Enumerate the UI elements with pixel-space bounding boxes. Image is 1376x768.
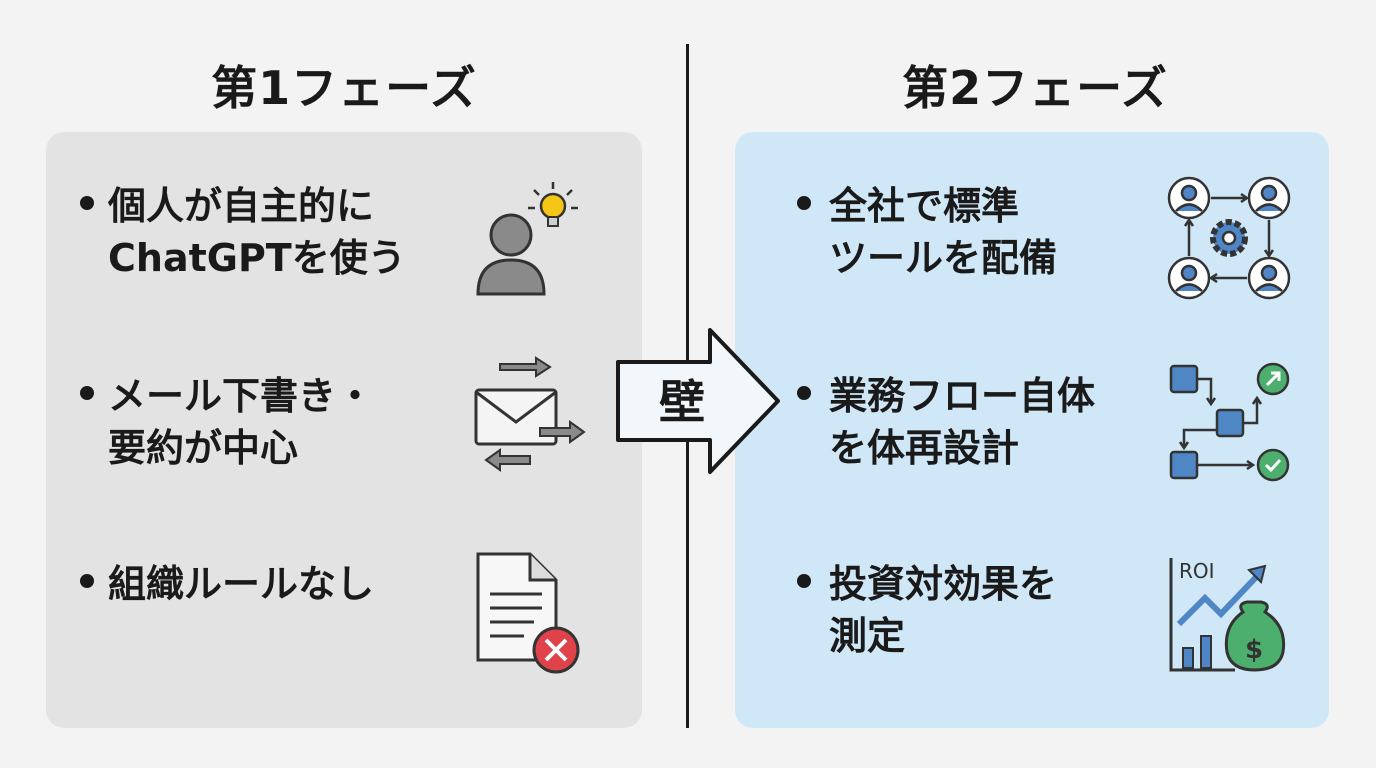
phase1-item-2: メール下書き・ 要約が中心 xyxy=(46,330,642,472)
phase2-panel: 全社で標準 ツールを配備 xyxy=(735,132,1329,728)
bullet xyxy=(797,574,811,588)
team-gear-icon xyxy=(1165,174,1295,304)
bullet xyxy=(80,574,94,588)
phase1-title: 第1フェーズ xyxy=(211,61,477,115)
roi-chart-icon: ROI $ xyxy=(1165,552,1295,676)
item-text: 業務フロー自体 を体再設計 xyxy=(829,374,1096,470)
phase2-item-1: 全社で標準 ツールを配備 xyxy=(735,140,1329,300)
wall-label: 壁 xyxy=(659,375,705,429)
bullet xyxy=(80,386,94,400)
transition-arrow xyxy=(614,326,782,476)
bullet xyxy=(80,196,94,210)
phase2-title: 第2フェーズ xyxy=(902,61,1168,115)
item-text: メール下書き・ 要約が中心 xyxy=(108,374,375,470)
bullet xyxy=(797,386,811,400)
phase1-panel: 個人が自主的に ChatGPTを使う メール下書き・ 要約が中心 xyxy=(46,132,642,728)
item-text: 個人が自主的に ChatGPTを使う xyxy=(108,184,406,280)
svg-text:$: $ xyxy=(1245,635,1263,665)
roi-label: ROI xyxy=(1179,559,1215,583)
email-arrows-icon xyxy=(470,352,590,476)
phase2-item-3: 投資対効果を 測定 ROI $ xyxy=(735,518,1329,672)
phase1-item-1: 個人が自主的に ChatGPTを使う xyxy=(46,140,642,296)
item-text: 組織ルールなし xyxy=(108,562,375,606)
person-lightbulb-icon xyxy=(466,178,586,298)
document-x-icon xyxy=(472,548,592,678)
workflow-icon xyxy=(1165,360,1295,484)
item-text: 投資対効果を 測定 xyxy=(829,562,1058,658)
bullet xyxy=(797,196,811,210)
phase2-item-2: 業務フロー自体 を体再設計 xyxy=(735,330,1329,482)
phase1-item-3: 組織ルールなし xyxy=(46,518,642,674)
item-text: 全社で標準 ツールを配備 xyxy=(829,184,1058,280)
